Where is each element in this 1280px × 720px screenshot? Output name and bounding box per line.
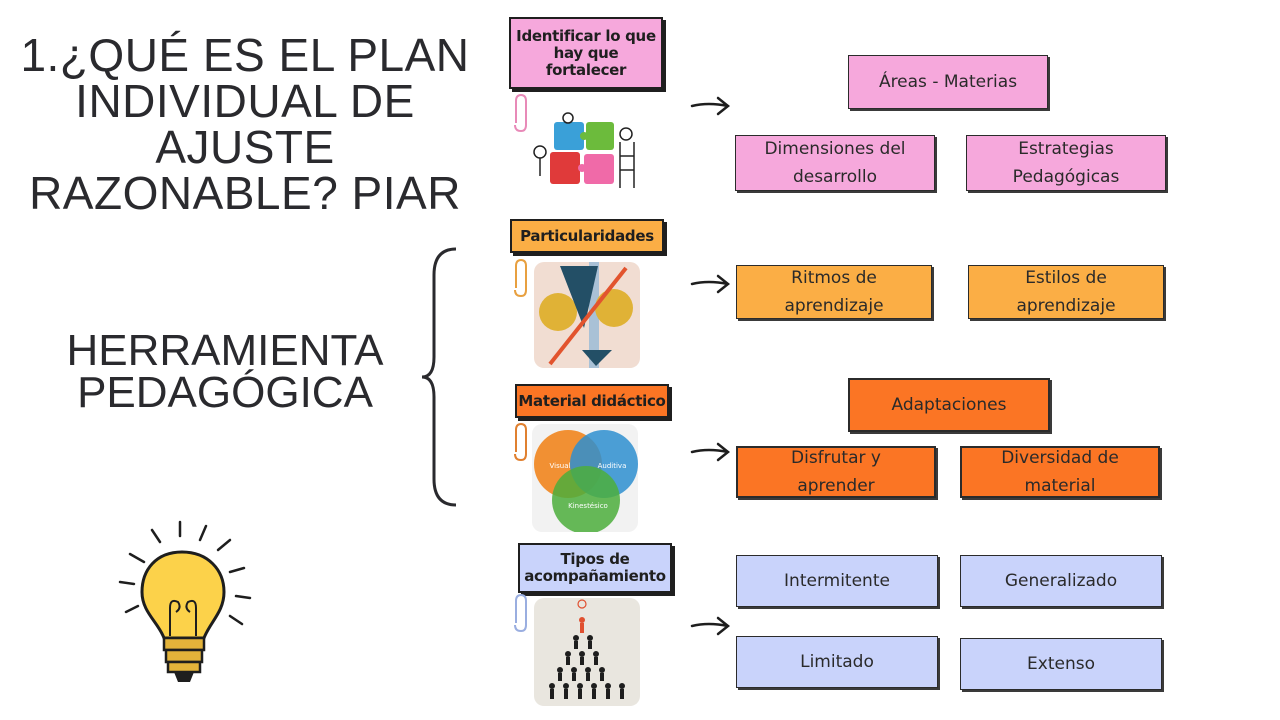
learning-styles-venn: Visual Auditiva Kinestésico: [532, 424, 638, 532]
human-pyramid-image: [534, 598, 640, 706]
lightbulb-icon: [118, 520, 252, 682]
paperclip-icon: [514, 593, 527, 633]
box-estilos: Estilos de aprendizaje: [968, 265, 1164, 319]
arrow-icon: [690, 616, 731, 636]
abstract-shapes-image: [534, 262, 640, 368]
box-dimensiones: Dimensiones del desarrollo: [735, 135, 935, 191]
box-estrategias: Estrategias Pedagógicas: [966, 135, 1166, 191]
venn-label-kinestesico: Kinestésico: [568, 502, 608, 510]
label-identificar: Identificar lo que hay que fortalecer: [509, 17, 663, 89]
page-title: 1.¿QUÉ ES EL PLAN INDIVIDUAL DE AJUSTE R…: [20, 29, 470, 219]
label-material: Material didáctico: [515, 384, 669, 418]
paperclip-icon: [514, 93, 527, 133]
venn-label-visual: Visual: [550, 462, 571, 470]
box-disfrutar: Disfrutar y aprender: [736, 446, 936, 498]
label-acompanamiento: Tipos de acompañamiento: [518, 543, 672, 593]
arrow-icon: [690, 274, 731, 294]
box-adaptaciones: Adaptaciones: [848, 378, 1050, 432]
subtitle: HERRAMIENTA PEDAGÓGICA: [66, 326, 384, 417]
box-ritmos: Ritmos de aprendizaje: [736, 265, 932, 319]
curly-brace: [421, 247, 457, 507]
puzzle-kids-illustration: [533, 112, 635, 188]
box-areas-materias: Áreas - Materias: [848, 55, 1048, 109]
venn-label-auditiva: Auditiva: [598, 462, 627, 470]
box-generalizado: Generalizado: [960, 555, 1162, 607]
arrow-icon: [690, 442, 731, 462]
box-extenso: Extenso: [960, 638, 1162, 690]
box-limitado: Limitado: [736, 636, 938, 688]
box-diversidad: Diversidad de material: [960, 446, 1160, 498]
box-intermitente: Intermitente: [736, 555, 938, 607]
paperclip-icon: [514, 258, 527, 298]
label-particularidades: Particularidades: [510, 219, 664, 253]
arrow-icon: [690, 96, 731, 116]
paperclip-icon: [514, 422, 527, 462]
